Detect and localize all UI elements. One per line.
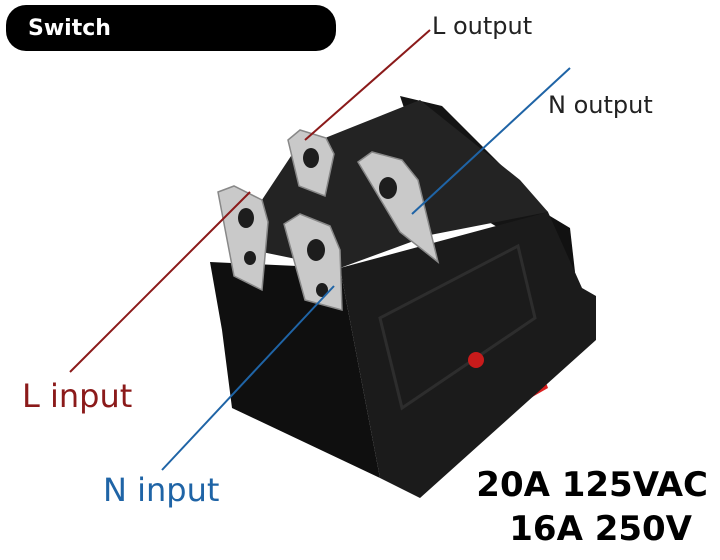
- label-n-output: N output: [548, 91, 653, 119]
- embossed-panel: [378, 243, 537, 411]
- label-l-input: L input: [22, 377, 133, 415]
- housing-left-face: [210, 262, 380, 478]
- housing-right-face: [340, 212, 596, 498]
- l-output-line: [304, 29, 431, 141]
- label-l-output: L output: [432, 12, 533, 40]
- label-n-input: N input: [103, 471, 220, 509]
- n-input-line: [161, 285, 335, 471]
- title-badge: Switch: [6, 5, 336, 51]
- l-input-line: [69, 191, 251, 373]
- terminal-n-output: [357, 151, 440, 264]
- terminal-n-input: [283, 213, 343, 311]
- rating-line-2: 16A 250V: [509, 509, 692, 549]
- n-output-line: [411, 67, 571, 215]
- badge-title: Switch: [28, 15, 111, 41]
- indicator-dot: [468, 352, 484, 368]
- terminal-l-output: [287, 129, 335, 198]
- rating-line-1: 20A 125VAC: [476, 465, 708, 505]
